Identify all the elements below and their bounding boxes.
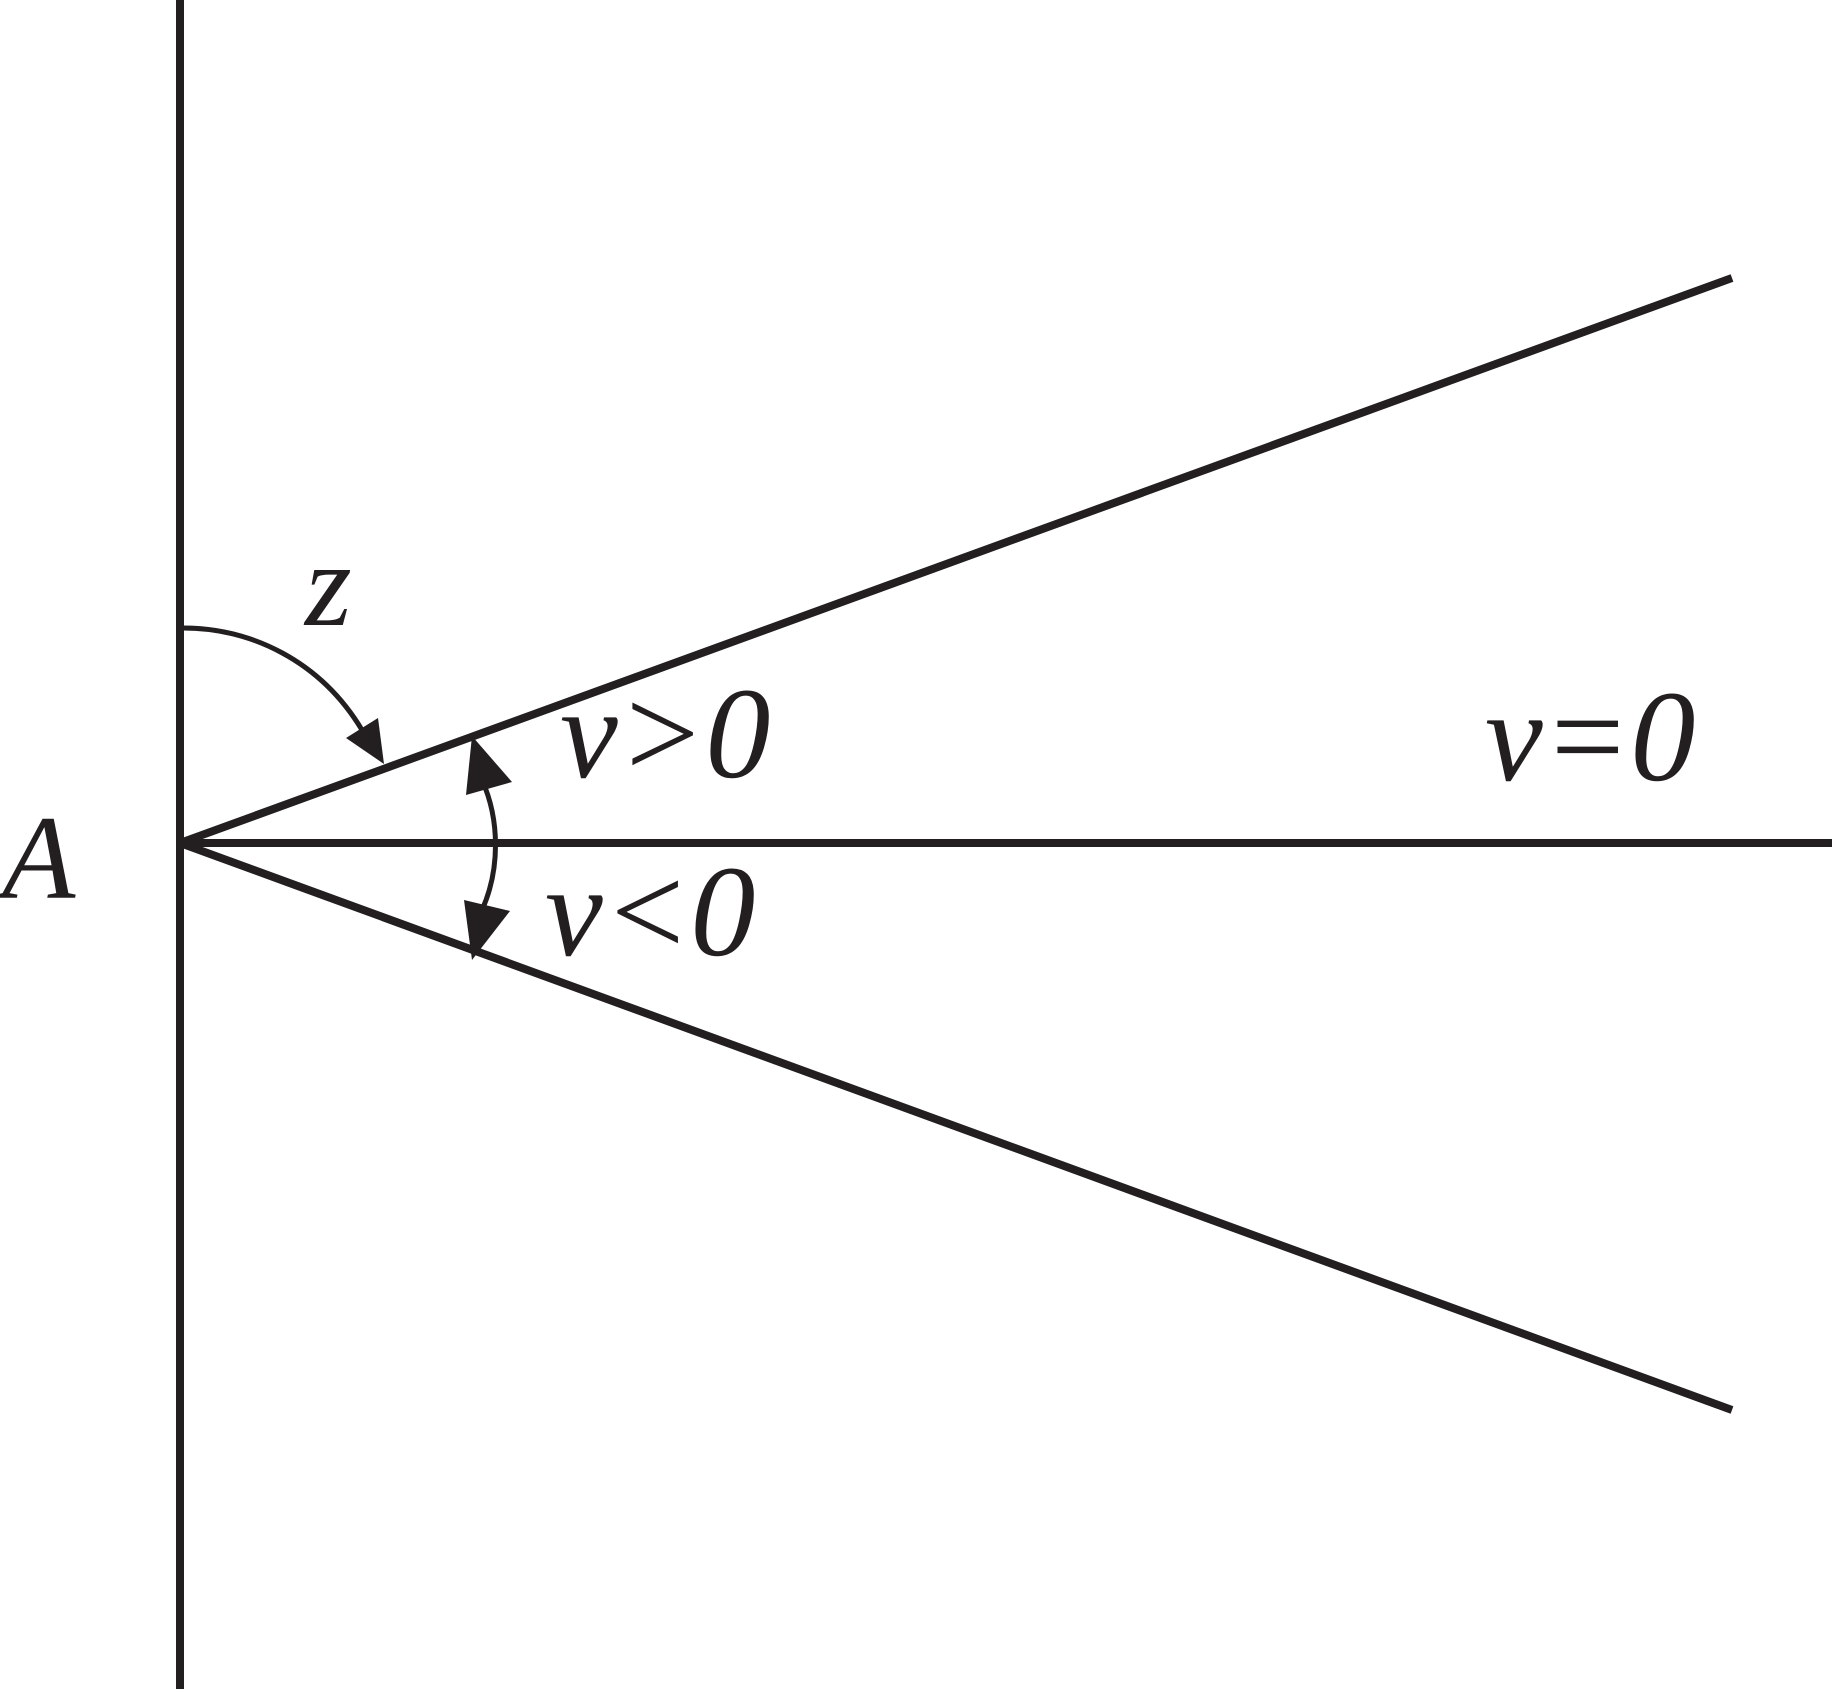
label-angle-z: z — [303, 518, 352, 651]
angle-v-upper-arrowhead — [466, 736, 512, 795]
lines — [176, 0, 1832, 1689]
upper-ray — [178, 274, 1734, 847]
label-point-a: A — [0, 791, 76, 924]
labels: A z v>0 v=0 v<0 — [0, 518, 1695, 984]
label-v-negative: v<0 — [545, 840, 755, 984]
label-v-zero: v=0 — [1485, 665, 1695, 809]
angle-v-marker — [464, 736, 512, 960]
angle-z-arc — [180, 625, 365, 733]
label-v-positive: v>0 — [560, 662, 770, 806]
angle-z-marker — [180, 625, 384, 764]
angle-v-arc — [479, 777, 498, 913]
angle-z-arrowhead — [346, 718, 384, 764]
angle-v-lower-arrowhead — [464, 900, 510, 960]
lower-ray — [178, 839, 1734, 1414]
